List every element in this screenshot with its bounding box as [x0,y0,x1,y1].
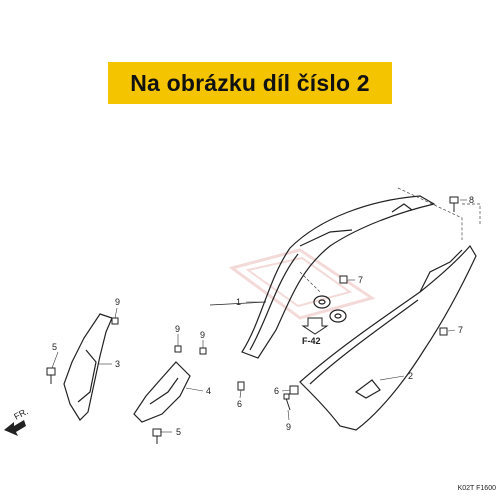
grommets [313,295,347,323]
callout-1: 1 [236,297,241,307]
reference-label: F-42 [302,336,321,346]
banner-title: Na obrázku díl číslo 2 [130,69,370,96]
part-3-front-side-piece [63,313,113,421]
callout-8: 8 [469,195,474,205]
callout-5-right: 5 [176,427,181,437]
callout-6-right: 6 [274,386,279,396]
fasteners [46,196,459,444]
bolt-5-right-icon [152,428,162,444]
callout-9-right: 9 [286,422,291,432]
banner: Na obrázku díl číslo 2 [108,62,392,104]
callout-7-upper: 7 [358,275,363,285]
callout-9-left: 9 [115,297,120,307]
clip-7-upper-icon [339,275,348,284]
front-label: FR. [12,406,29,422]
screw-9-center-icon [199,347,207,355]
part-4-lower-side-piece [133,361,191,423]
callout-7-lower: 7 [458,325,463,335]
screw-9-mid-icon [174,345,182,353]
clip-6-left-icon [237,381,245,391]
callout-2: 2 [408,371,413,381]
screw-9-left-icon [111,317,119,325]
front-arrow-icon [4,420,26,436]
drawing-code: K02T F1600 [458,485,497,492]
callout-6-left: 6 [237,399,242,409]
callout-3: 3 [115,359,120,369]
callout-9-mid: 9 [175,324,180,334]
leader-lines [51,199,467,433]
screw-9-right-icon [283,393,291,411]
callout-5-left: 5 [52,342,57,352]
callout-4: 4 [206,386,211,396]
watermark-logo [228,248,376,320]
guide-lines [299,187,481,293]
bolt-5-left-icon [46,367,56,384]
clip-7-lower-icon [439,327,448,336]
reference-arrow [301,317,329,335]
screw-8-icon [449,196,459,212]
callout-9-center: 9 [200,330,205,340]
part-2-side-cover [299,244,477,431]
part-1-rear-cover [241,195,436,359]
clip-6-right-icon [289,385,299,395]
